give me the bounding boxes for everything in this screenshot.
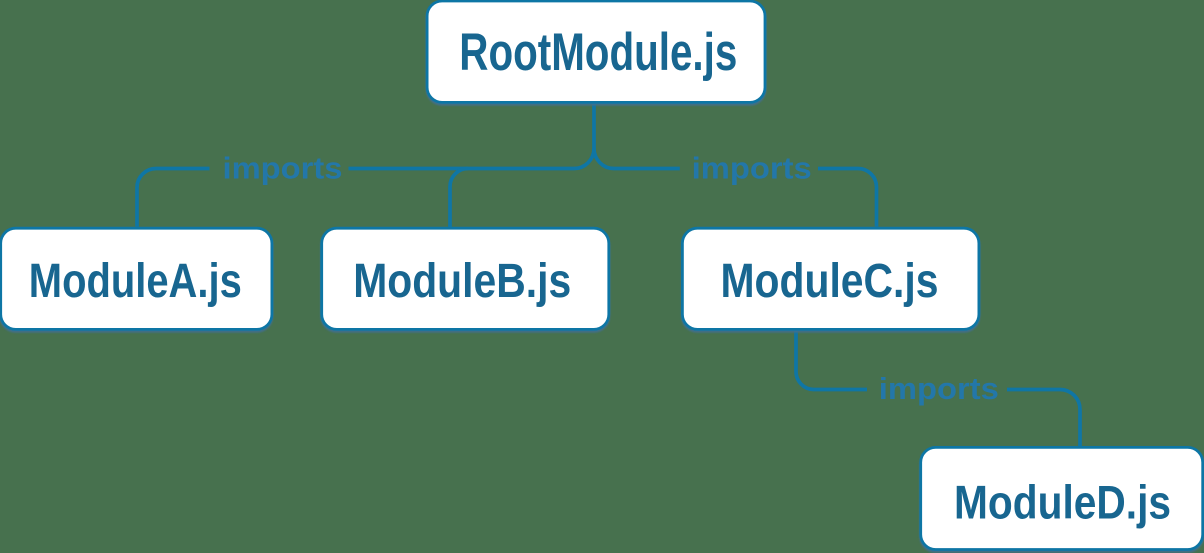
- svg-text:RootModule.js: RootModule.js: [459, 23, 737, 82]
- svg-text:imports: imports: [879, 371, 999, 406]
- svg-text:imports: imports: [692, 151, 812, 186]
- svg-text:imports: imports: [223, 151, 343, 186]
- svg-text:ModuleC.js: ModuleC.js: [721, 255, 939, 308]
- svg-text:ModuleA.js: ModuleA.js: [29, 255, 242, 308]
- svg-text:ModuleB.js: ModuleB.js: [353, 255, 571, 308]
- svg-text:ModuleD.js: ModuleD.js: [954, 476, 1171, 529]
